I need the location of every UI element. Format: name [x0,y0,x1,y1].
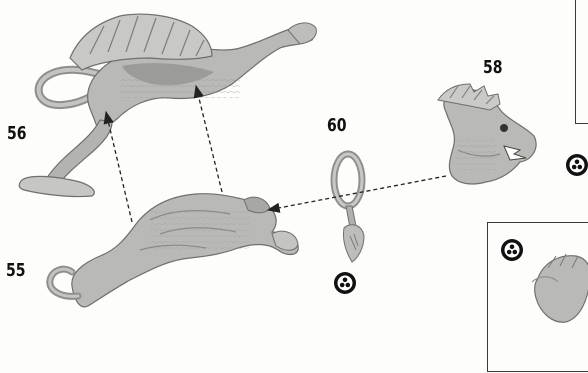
part-56-base [19,176,94,196]
part-number-60: 60 [327,117,347,135]
arrow-55-to-56-right [196,86,222,192]
part-55-model [50,194,298,307]
part-56-model [19,14,316,196]
part-58-model [438,84,536,184]
part-number-58: 58 [483,59,503,77]
part-number-55: 55 [6,262,26,280]
tri-circle-glue-icon [501,239,523,261]
assembly-arrows [106,86,446,222]
panel-partial-model [532,254,588,322]
part-number-56: 56 [7,125,27,143]
tri-circle-glue-icon [566,154,588,176]
tri-circle-glue-icon [334,272,356,294]
part-60-tassel [343,225,364,262]
part-60-model [334,154,364,262]
